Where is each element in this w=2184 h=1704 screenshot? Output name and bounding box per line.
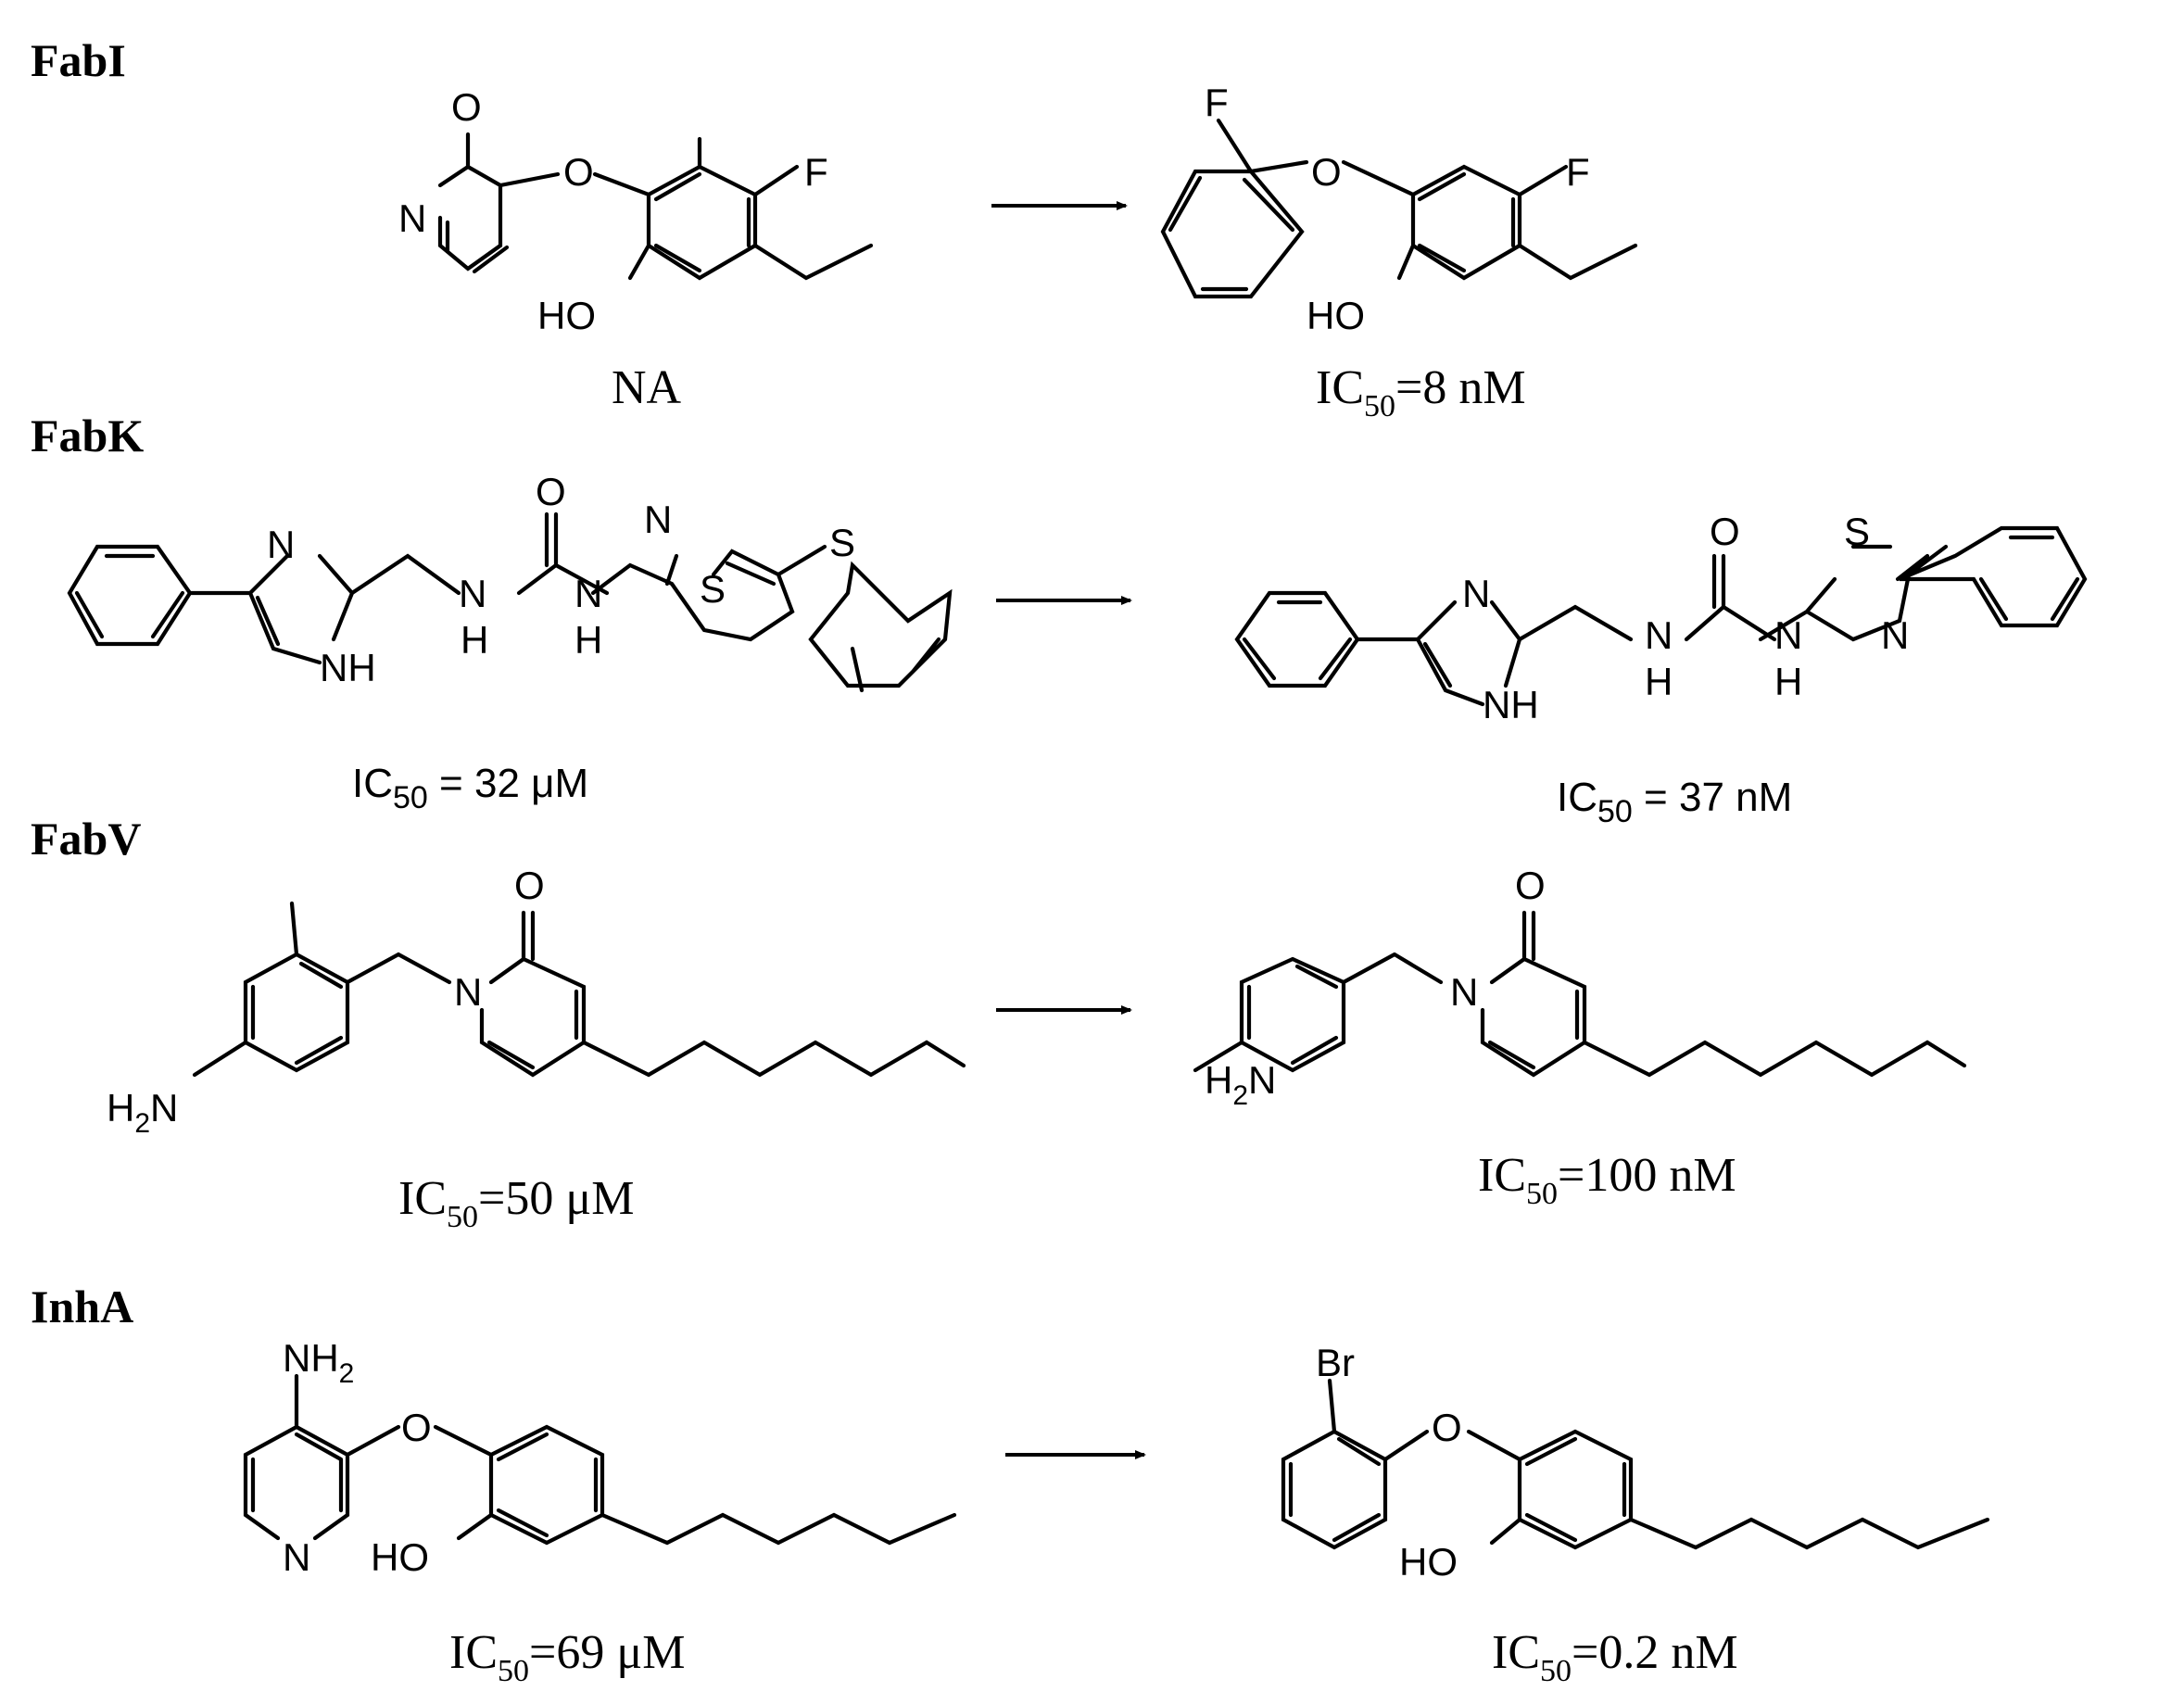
fabv-left-structure: O N H2N xyxy=(107,864,966,1139)
atom-s: S xyxy=(829,521,855,564)
atom-n: N xyxy=(459,572,486,615)
atom-s: S xyxy=(700,567,726,611)
atom-s: S xyxy=(1844,510,1870,553)
fabk-left-structure: N NH N H O N H N S S xyxy=(67,470,953,693)
atom-o: O xyxy=(451,85,482,129)
atom-n: N xyxy=(1645,613,1673,657)
atom-n: N xyxy=(1881,613,1909,657)
atom-n: N xyxy=(644,498,672,541)
fabi-left-structure: O N O F HO xyxy=(398,85,874,337)
section-title-fabk: FabK xyxy=(31,410,145,461)
atom-o: O xyxy=(536,470,566,513)
atom-h: H xyxy=(1645,660,1673,703)
fabk-right-structure: N NH N H O N H S N xyxy=(1234,510,2088,726)
atom-h: H xyxy=(461,618,488,662)
caption-inha-left: IC50=69 μM xyxy=(449,1626,685,1688)
fabv-right-structure: O N H2N xyxy=(1193,864,1967,1111)
atom-o: O xyxy=(401,1406,432,1449)
atom-o: O xyxy=(514,864,545,907)
atom-h2n: H2N xyxy=(107,1086,178,1139)
atom-n: N xyxy=(1450,970,1478,1014)
atom-o: O xyxy=(563,150,594,194)
atom-ho: HO xyxy=(1307,294,1365,337)
section-title-fabv: FabV xyxy=(31,813,142,865)
caption-fabk-right: IC50 = 37 nM xyxy=(1557,775,1792,829)
atom-nh: NH xyxy=(320,646,376,689)
section-title-inha: InhA xyxy=(31,1281,134,1332)
atom-n: N xyxy=(267,523,295,566)
atom-o: O xyxy=(1515,864,1546,907)
atom-n: N xyxy=(1462,572,1490,615)
atom-ho: HO xyxy=(371,1535,429,1579)
atom-n: N xyxy=(398,196,426,240)
atom-br: Br xyxy=(1316,1341,1355,1384)
caption-fabi-left: NA xyxy=(612,361,682,414)
atom-n: N xyxy=(574,572,602,615)
atom-nh: NH xyxy=(1483,683,1539,726)
caption-inha-right: IC50=0.2 nM xyxy=(1492,1626,1738,1688)
caption-fabv-right: IC50=100 nM xyxy=(1478,1149,1736,1211)
atom-h: H xyxy=(574,618,602,662)
inha-left-structure: NH2 O N HO xyxy=(243,1336,957,1579)
fabi-right-structure: F O F HO xyxy=(1160,81,1638,337)
atom-f: F xyxy=(1205,81,1229,124)
atom-o: O xyxy=(1311,150,1342,194)
section-title-fabi: FabI xyxy=(31,34,126,86)
atom-f: F xyxy=(804,150,828,194)
atom-n: N xyxy=(454,970,482,1014)
atom-f: F xyxy=(1566,150,1590,194)
atom-o: O xyxy=(1710,510,1740,553)
atom-o: O xyxy=(1432,1406,1462,1449)
inha-right-structure: Br O HO xyxy=(1281,1341,1990,1584)
caption-fabk-left: IC50 = 32 μM xyxy=(352,761,588,815)
atom-n: N xyxy=(283,1535,310,1579)
atom-h2n: H2N xyxy=(1205,1058,1276,1111)
atom-ho: HO xyxy=(537,294,596,337)
atom-h: H xyxy=(1774,660,1802,703)
caption-fabv-left: IC50=50 μM xyxy=(398,1172,634,1234)
atom-n: N xyxy=(1774,613,1802,657)
atom-ho: HO xyxy=(1399,1540,1458,1584)
atom-nh2: NH2 xyxy=(283,1336,354,1389)
caption-fabi-right: IC50=8 nM xyxy=(1316,361,1526,423)
